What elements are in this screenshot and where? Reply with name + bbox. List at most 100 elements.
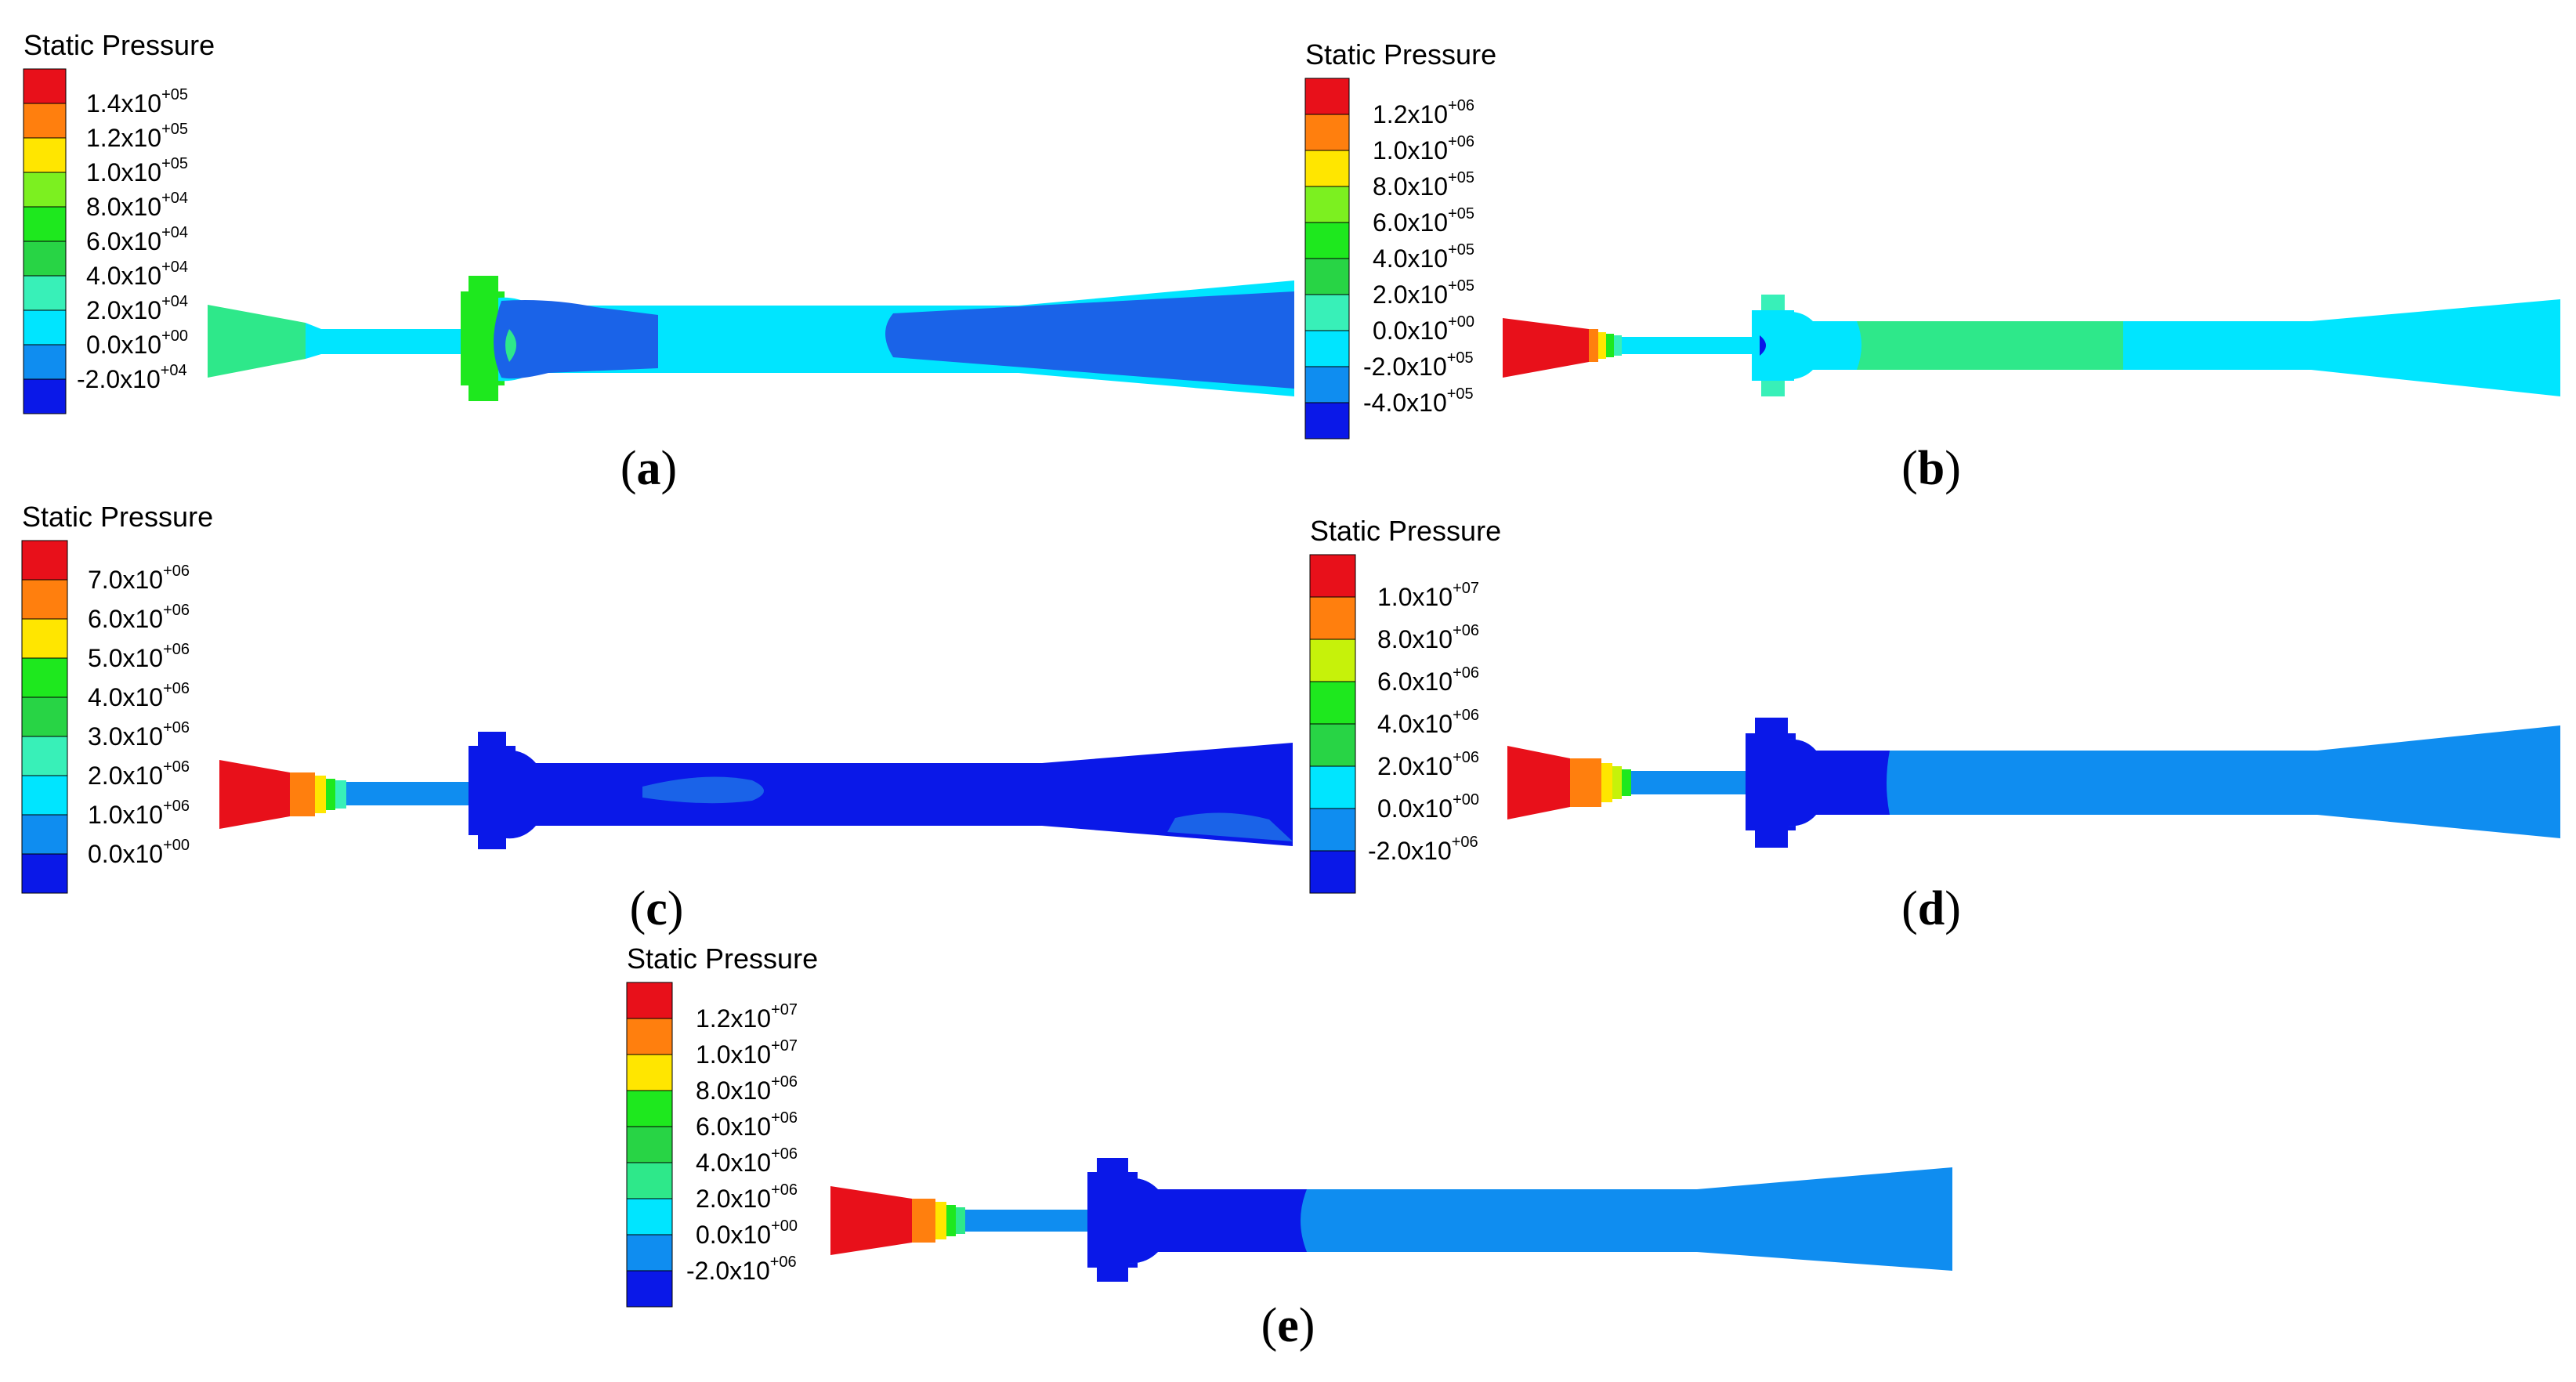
tick-exponent: +06 xyxy=(771,1181,798,1199)
tick-exponent: +00 xyxy=(163,837,190,854)
tick-exponent: +00 xyxy=(1448,313,1474,331)
tick-exponent: +06 xyxy=(770,1254,797,1271)
tick-mantissa: 8.0x10 xyxy=(1377,625,1453,653)
nozzle-band-yellow-b xyxy=(1598,332,1606,359)
legend-band xyxy=(1304,366,1350,403)
tick-mantissa: -2.0x10 xyxy=(1363,353,1447,381)
legend-tick-label: 4.0x10+05 xyxy=(1373,241,1474,273)
legend-bands-a xyxy=(23,68,67,414)
nozzle-geometry-c xyxy=(219,732,1293,849)
tick-mantissa: 3.0x10 xyxy=(88,722,163,751)
nozzle-band-green-e xyxy=(946,1205,956,1236)
legend-tick-label: -2.0x10+06 xyxy=(1368,834,1478,865)
legend-tick-label: 8.0x10+05 xyxy=(1373,169,1474,201)
legend-band xyxy=(626,1090,673,1127)
legend-bands-d xyxy=(1309,554,1356,894)
legend-bands-b xyxy=(1304,78,1350,440)
tick-mantissa: 4.0x10 xyxy=(88,683,163,711)
legend-ticks-b: 1.2x10+061.0x10+068.0x10+056.0x10+054.0x… xyxy=(1363,97,1474,417)
tick-exponent: +05 xyxy=(161,155,188,172)
nozzle-throat-a xyxy=(306,323,466,359)
legend-tick-label: 1.4x10+05 xyxy=(86,86,188,118)
tick-exponent: +07 xyxy=(771,1001,798,1018)
pressure-spot-a xyxy=(505,329,516,362)
legend-band xyxy=(626,1162,673,1199)
tick-exponent: +04 xyxy=(161,224,188,241)
tick-exponent: +06 xyxy=(1453,707,1479,724)
caption-c: (c) xyxy=(630,882,684,935)
legend-tick-label: 4.0x10+06 xyxy=(696,1145,798,1177)
nozzle-inlet-e xyxy=(830,1186,912,1255)
legend-tick-label: 1.2x10+06 xyxy=(1373,97,1474,128)
tick-exponent: +00 xyxy=(1453,791,1479,809)
low-pressure-zone-inlet-a xyxy=(494,300,658,379)
tick-mantissa: 1.2x10 xyxy=(1373,100,1448,128)
tick-mantissa: -4.0x10 xyxy=(1363,389,1447,417)
legend-tick-label: 6.0x10+06 xyxy=(88,602,190,633)
legend-ticks-c: 7.0x10+066.0x10+065.0x10+064.0x10+063.0x… xyxy=(88,563,190,868)
nozzle-band-green-b xyxy=(1606,334,1614,357)
tick-mantissa: 0.0x10 xyxy=(1373,317,1448,345)
tick-mantissa: 6.0x10 xyxy=(86,227,161,255)
caption-d: (d) xyxy=(1901,882,1961,935)
tick-exponent: +04 xyxy=(161,190,188,207)
legend-tick-label: -4.0x10+05 xyxy=(1363,385,1474,417)
legend-band xyxy=(1309,723,1356,767)
tick-exponent: +06 xyxy=(771,1109,798,1127)
legend-title-c: Static Pressure xyxy=(22,501,213,533)
tick-exponent: +06 xyxy=(1453,622,1479,639)
legend-tick-label: 1.0x10+07 xyxy=(696,1037,798,1069)
legend-band xyxy=(23,378,67,414)
nozzle-band-orange-c xyxy=(290,772,315,816)
nozzle-band-green-d xyxy=(1622,769,1631,796)
tick-mantissa: -2.0x10 xyxy=(686,1257,770,1285)
nozzle-geometry-d xyxy=(1507,718,2560,848)
legend-c: Static Pressure 7.0x10+066.0x10+065.0x10… xyxy=(21,501,213,894)
tick-exponent: +07 xyxy=(1453,580,1479,597)
diffuser-d xyxy=(2317,725,2560,838)
nozzle-geometry-a xyxy=(208,276,1294,401)
legend-band xyxy=(21,657,68,698)
low-pressure-zone-d xyxy=(1788,739,1890,827)
tick-exponent: +06 xyxy=(771,1073,798,1091)
tick-exponent: +06 xyxy=(1448,97,1474,114)
nozzle-band-mint-c xyxy=(335,780,346,809)
legend-tick-label: 3.0x10+06 xyxy=(88,719,190,751)
legend-tick-label: 2.0x10+05 xyxy=(1373,277,1474,309)
nozzle-band-yellow-e xyxy=(935,1202,946,1239)
legend-band xyxy=(1304,402,1350,440)
tick-exponent: +06 xyxy=(771,1145,798,1163)
legend-band xyxy=(23,309,67,346)
suction-flange-d xyxy=(1746,733,1796,830)
legend-band xyxy=(21,853,68,894)
nozzle-inlet-b xyxy=(1503,318,1589,378)
legend-band xyxy=(1309,850,1356,894)
nozzle-geometry-e xyxy=(830,1158,1952,1282)
tick-exponent: +05 xyxy=(1447,349,1474,367)
legend-d: Static Pressure 1.0x10+078.0x10+066.0x10… xyxy=(1309,515,1501,894)
legend-band xyxy=(1309,765,1356,809)
tick-mantissa: 2.0x10 xyxy=(86,296,161,324)
legend-tick-label: 1.2x10+07 xyxy=(696,1001,798,1033)
tick-exponent: +06 xyxy=(1453,664,1479,682)
low-pressure-spot-b xyxy=(1760,335,1766,356)
legend-band xyxy=(626,1126,673,1163)
legend-tick-label: 1.0x10+07 xyxy=(1377,580,1479,611)
legend-band xyxy=(21,814,68,855)
legend-tick-label: 0.0x10+00 xyxy=(86,327,188,359)
tick-exponent: +04 xyxy=(161,293,188,310)
legend-band xyxy=(1304,114,1350,151)
legend-band xyxy=(1309,639,1356,682)
legend-tick-label: 0.0x10+00 xyxy=(1373,313,1474,345)
tick-exponent: +06 xyxy=(1453,749,1479,766)
legend-tick-label: 8.0x10+06 xyxy=(1377,622,1479,653)
tick-mantissa: 1.4x10 xyxy=(86,89,161,118)
legend-a: Static Pressure 1.4x10+051.2x10+051.0x10… xyxy=(23,29,215,414)
tick-mantissa: 0.0x10 xyxy=(1377,794,1453,823)
tick-exponent: +05 xyxy=(1448,169,1474,186)
nozzle-inlet-c xyxy=(219,760,290,829)
tick-exponent: +06 xyxy=(163,798,190,815)
legend-tick-label: 4.0x10+04 xyxy=(86,259,188,290)
legend-band xyxy=(626,1018,673,1055)
low-pressure-zone-outlet-a xyxy=(885,291,1294,389)
